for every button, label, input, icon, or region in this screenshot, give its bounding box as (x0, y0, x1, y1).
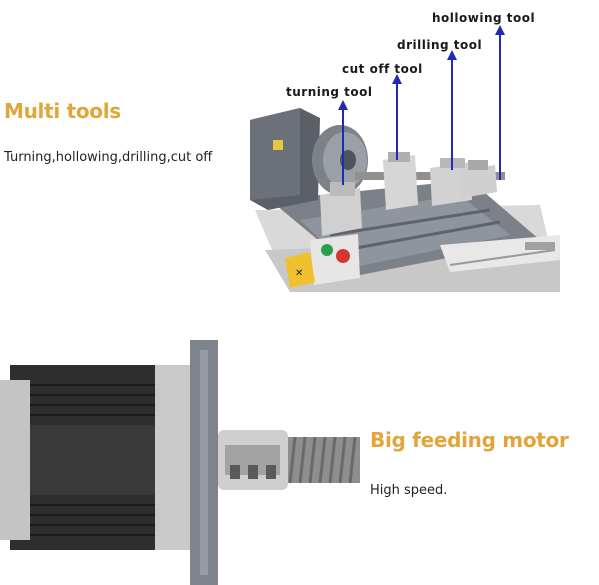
label-hollowing-tool: hollowing tool (432, 11, 536, 25)
multi-tools-heading: Multi tools (4, 99, 121, 123)
multi-tools-description: Turning,hollowing,drilling,cut off (4, 150, 213, 165)
svg-text:✕: ✕ (295, 268, 303, 279)
lathe-machine-image: ✕ (250, 25, 560, 292)
label-drilling-tool: drilling tool (397, 38, 483, 52)
stepper-motor-image (0, 340, 360, 585)
feeding-motor-description: High speed. (370, 483, 448, 498)
feeding-motor-heading: Big feeding motor (370, 428, 569, 452)
label-turning-tool: turning tool (286, 85, 373, 99)
tool-arrows (338, 25, 505, 185)
label-cut-off-tool: cut off tool (342, 62, 423, 76)
